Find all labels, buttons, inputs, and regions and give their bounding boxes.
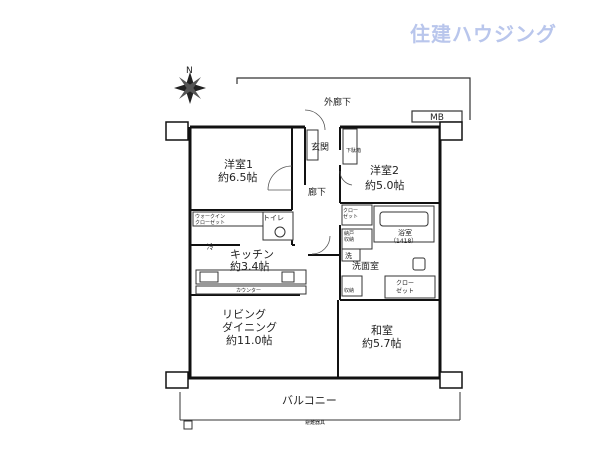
room-japanese-size: 約5.7帖 [362, 336, 402, 350]
entrance-label: 玄関 [311, 141, 329, 153]
walk-in-closet-line1: ウォークイン [195, 213, 225, 220]
compass-icon: N [174, 66, 206, 104]
walk-in-closet-line2: クローゼット [195, 219, 225, 226]
storage-line1: 納戸 [344, 230, 354, 237]
fridge-label: 冷 [207, 242, 214, 251]
hallway-label: 廊下 [308, 186, 326, 198]
balcony-label: バルコニー [282, 394, 337, 407]
room-kitchen-size: 約3.4帖 [230, 259, 270, 273]
brand-logo: 住建ハウジング [410, 22, 557, 46]
washer-label: 洗 [345, 251, 352, 260]
closet-small-line2: ゼット [343, 213, 358, 220]
room-western1-size: 約6.5帖 [218, 170, 258, 184]
storage-line2: 収納 [344, 236, 354, 243]
room-western1-name: 洋室1 [224, 157, 253, 171]
room-living-size: 約11.0帖 [226, 333, 273, 347]
room-western2-name: 洋室2 [370, 163, 399, 177]
room-living-name1: リビング [222, 307, 266, 321]
washroom-label: 洗面室 [352, 260, 379, 272]
room-living-name2: ダイニング [222, 320, 277, 334]
outer-corridor-label: 外廊下 [324, 96, 351, 108]
balcony-note: 避難器具 [305, 419, 325, 426]
mb-label: MB [430, 113, 444, 123]
toilet-label: トイレ [263, 214, 284, 222]
closet2-line1: クロー [396, 280, 414, 287]
storage2-label: 収納 [344, 287, 354, 294]
room-western2-size: 約5.0帖 [365, 178, 405, 192]
counter-label: カウンター [236, 287, 261, 294]
bath-name: 浴室 [398, 228, 412, 237]
compass-north-label: N [186, 66, 193, 76]
closet-small-line1: クロー [343, 208, 358, 214]
shoe-box-label: 下駄箱 [346, 147, 361, 154]
room-kitchen-name: キッチン [230, 248, 274, 261]
room-japanese-name: 和室 [371, 323, 393, 337]
closet2-line2: ゼット [396, 287, 414, 295]
bath-size: （1418） [390, 238, 417, 245]
